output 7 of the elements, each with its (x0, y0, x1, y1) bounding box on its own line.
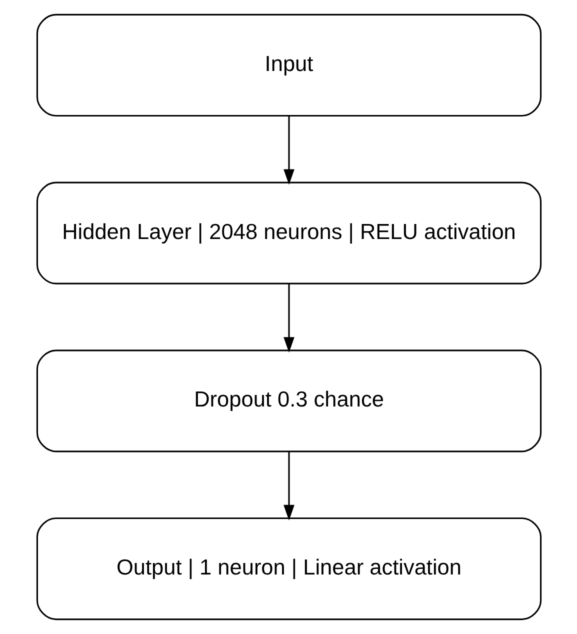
node-box: Output | 1 neuron | Linear activation (36, 518, 542, 620)
node-box: Dropout 0.3 chance (36, 350, 542, 452)
arrow (283, 451, 294, 520)
arrow (283, 284, 294, 353)
node-box: Input (36, 14, 542, 116)
node-box: Hidden Layer | 2048 neurons | RELU activation (36, 182, 542, 284)
arrow (283, 116, 294, 185)
